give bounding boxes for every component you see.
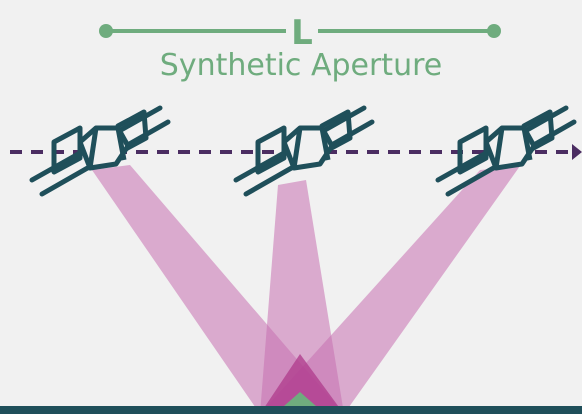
length-indicator: L (99, 13, 501, 53)
ground-line (0, 406, 582, 414)
length-label: L (291, 13, 313, 53)
radar-beams (92, 165, 520, 414)
ground-target-icon (284, 392, 316, 406)
right-beam (260, 166, 520, 414)
aperture-label: Synthetic Aperture (160, 48, 442, 83)
overlap-region (260, 354, 344, 414)
length-right-endpoint (487, 24, 501, 38)
arrow-right-icon (572, 144, 582, 160)
